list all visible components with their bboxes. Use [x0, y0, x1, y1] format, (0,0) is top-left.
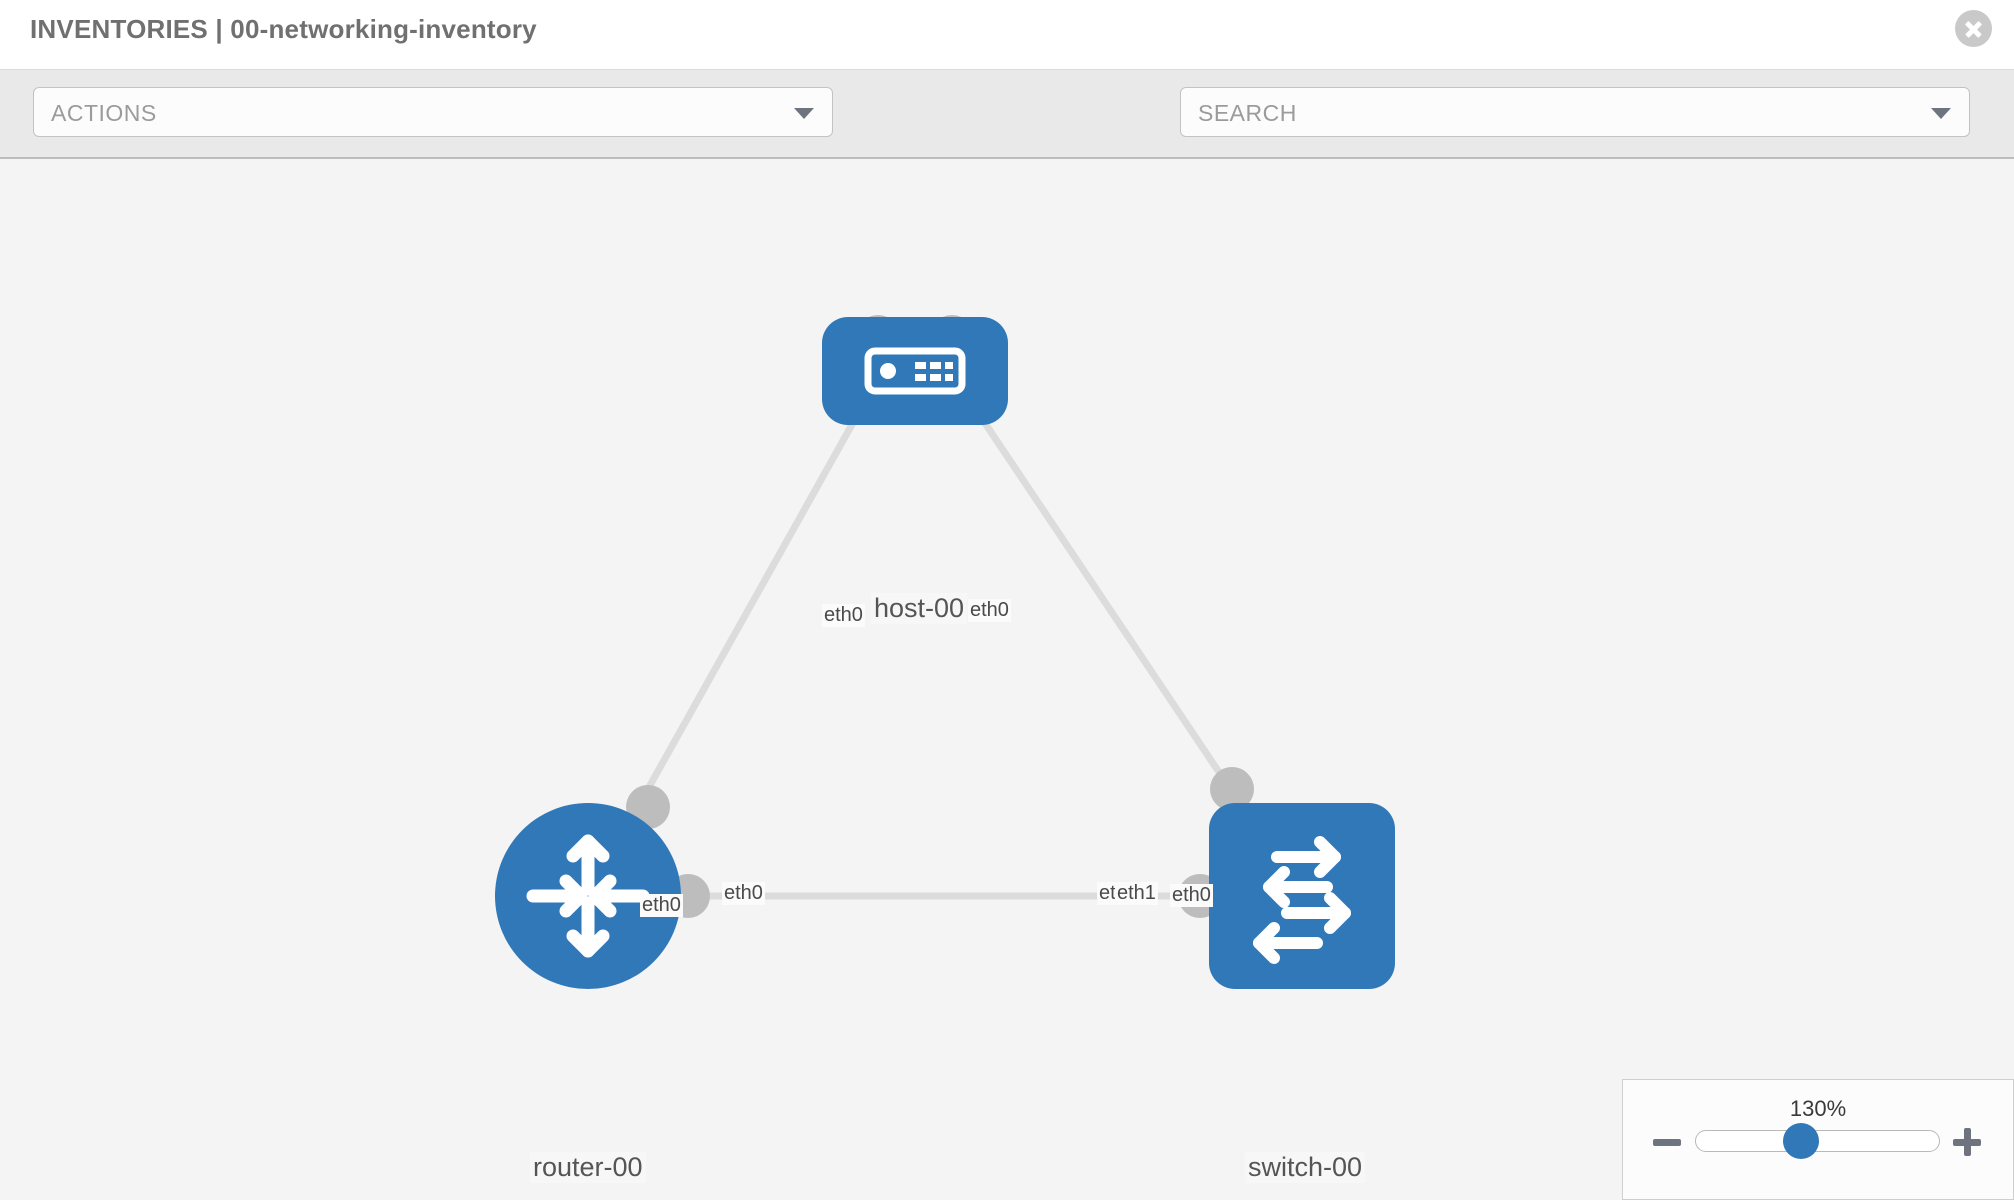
interface-nub-switch-up — [1210, 767, 1254, 811]
topology-canvas[interactable]: host-00 router-00 switch-00 eth0 eth0 et… — [0, 159, 2014, 1200]
zoom-out-button[interactable] — [1653, 1128, 1681, 1156]
zoom-control-panel: 130% — [1622, 1079, 2014, 1200]
window-header: INVENTORIES | 00-networking-inventory — [0, 0, 2014, 69]
topology-graph — [584, 315, 1306, 918]
search-input[interactable]: SEARCH — [1180, 87, 1970, 137]
zoom-in-button[interactable] — [1953, 1128, 1981, 1156]
node-host-00[interactable] — [822, 317, 1008, 425]
chevron-down-icon — [1931, 108, 1951, 119]
server-icon — [864, 347, 966, 395]
toolbar: ACTIONS SEARCH — [0, 69, 2014, 196]
router-icon — [526, 834, 650, 958]
close-icon[interactable] — [1955, 10, 1992, 47]
search-placeholder: SEARCH — [1198, 100, 1297, 126]
actions-dropdown-label: ACTIONS — [51, 100, 157, 126]
chevron-down-icon — [794, 108, 814, 119]
zoom-slider-thumb[interactable] — [1783, 1123, 1819, 1159]
node-router-00[interactable] — [495, 803, 681, 989]
node-switch-00[interactable] — [1209, 803, 1395, 989]
page-title: INVENTORIES | 00-networking-inventory — [30, 14, 537, 44]
actions-dropdown[interactable]: ACTIONS — [33, 87, 833, 137]
zoom-level-value: 130% — [1789, 1096, 1847, 1121]
switch-icon — [1253, 836, 1351, 964]
